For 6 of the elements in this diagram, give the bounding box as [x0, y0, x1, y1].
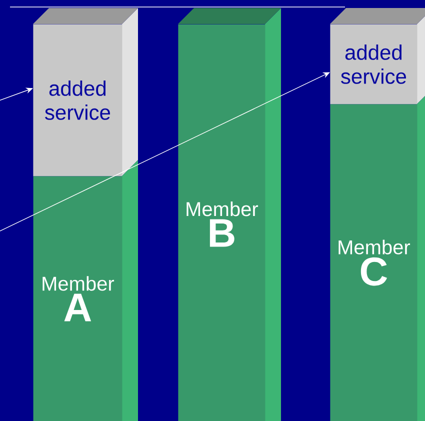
arrow [0, 88, 33, 102]
member-column: Member A [33, 160, 138, 421]
service-block: added service [330, 8, 425, 104]
arrow [0, 72, 330, 232]
member-column: Member B [178, 8, 281, 421]
service-block: added service [33, 8, 138, 176]
